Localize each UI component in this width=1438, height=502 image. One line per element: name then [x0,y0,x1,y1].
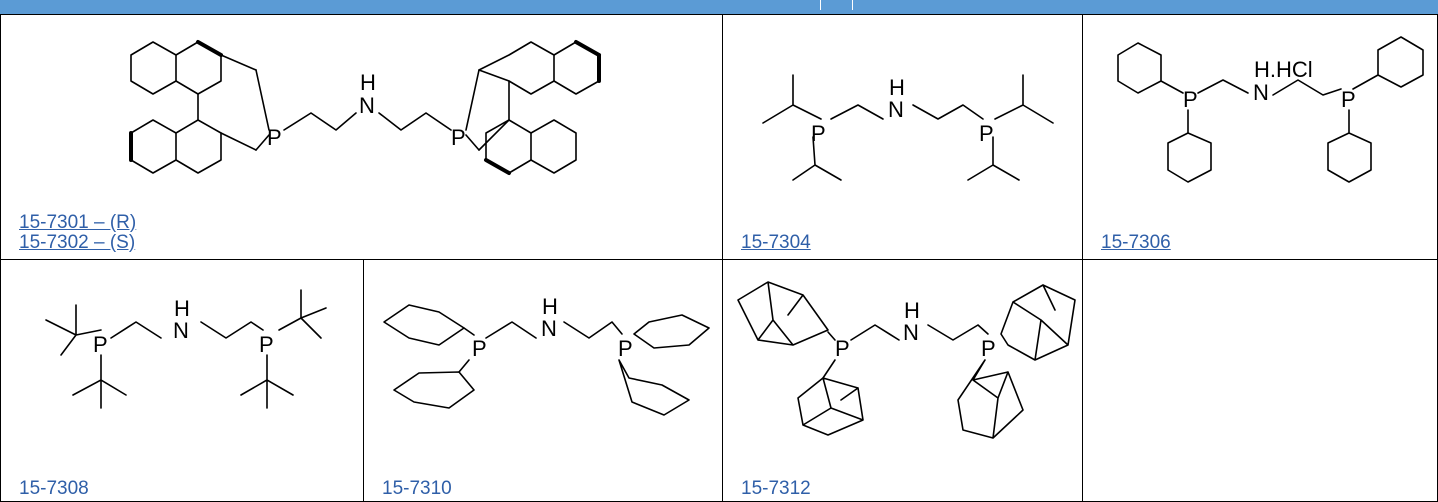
structure-tert-butyl-pnp: P N H P [45,289,327,409]
empty-cell [1082,259,1438,502]
code-r[interactable]: 15-7301 – (R) [19,212,137,233]
compound-cell-d: P N H P 15-7308 [0,259,364,502]
compound-code-a[interactable]: 15-7301 – (R) 15-7302 – (S) [19,213,136,253]
atom-p-left: P [472,336,487,361]
atom-h: H [904,298,920,323]
atom-n: N [359,93,375,118]
atom-p-left: P [811,121,826,146]
atom-p-right: P [979,121,994,146]
structure-isopropyl-pnp: P N H P [762,74,1054,181]
atom-n: N [888,97,904,122]
atom-p-right: P [1341,87,1356,112]
structure-binaphthyl-phosphepine-pnp: P N H P [129,40,601,175]
code-s[interactable]: 15-7302 – (S) [19,232,136,253]
compound-cell-a: P N H P 15-7301 – (R) 15-7302 – (S) [0,14,723,260]
atom-n: N [903,320,919,345]
atom-h: H [542,294,558,319]
compound-cell-b: P N H P 15-7304 [722,14,1083,260]
compound-code-e: 15-7310 [382,478,452,499]
atom-p-right: P [618,336,633,361]
atom-n: N [541,316,557,341]
compound-code-b[interactable]: 15-7304 [741,232,811,253]
compound-cell-f: P N H P 15-7312 [722,259,1083,502]
atom-h: H [889,75,905,100]
atom-n: N [1253,80,1269,105]
salt-label: H.HCl [1254,57,1313,82]
atom-p-left: P [267,125,282,150]
compound-code-f: 15-7312 [741,478,811,499]
header-bar [0,0,1438,15]
header-divider [820,0,821,10]
atom-h: H [360,70,376,95]
atom-p-right: P [451,125,466,150]
atom-p-left: P [93,332,108,357]
atom-p-left: P [1183,87,1198,112]
atom-h: H [174,296,190,321]
atom-p-right: P [981,336,996,361]
header-divider [852,0,853,10]
compound-code-c[interactable]: 15-7306 [1101,232,1171,253]
atom-p-right: P [259,332,274,357]
compound-cell-c: P N H.HCl P 15-7306 [1082,14,1438,260]
structure-cyclohexyl-pnp: P N H P [383,294,710,416]
structure-adamantyl-pnp: P N H P [737,281,1076,439]
compound-code-d: 15-7308 [19,478,89,499]
atom-n: N [173,318,189,343]
structure-diphenyl-pnp-hcl: P N H.HCl P [1117,36,1424,183]
atom-p-left: P [835,336,850,361]
compound-cell-e: P N H P 15-7310 [363,259,723,502]
